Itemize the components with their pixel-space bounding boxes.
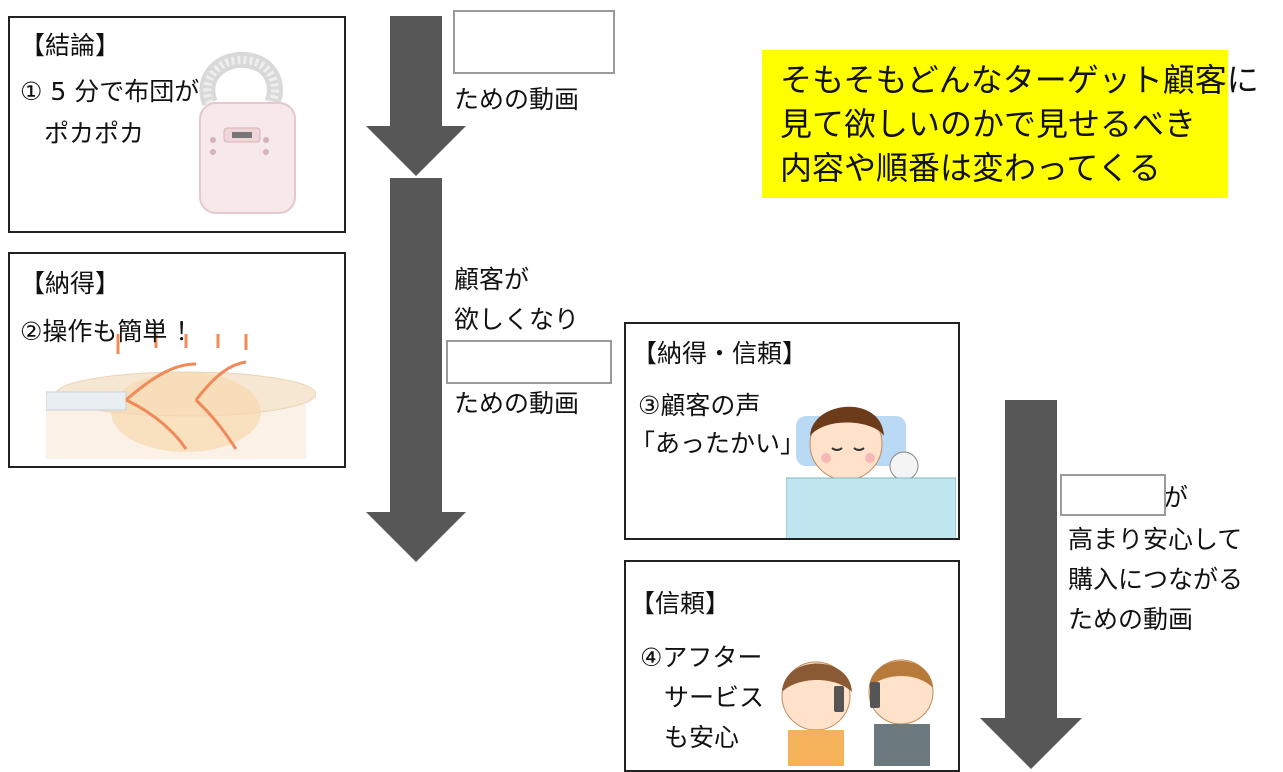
conclusion-box: 【結論】 ① 5 分で布団が ポカポカ xyxy=(8,16,346,233)
shinrai-line2: サービス xyxy=(664,683,765,712)
shinrai-box: 【信頼】 ④アフター サービス も安心 xyxy=(624,560,960,772)
futon-dryer-illustration xyxy=(199,51,296,214)
blank-input-1[interactable] xyxy=(453,10,615,74)
futon-airflow-illustration xyxy=(46,334,316,459)
conclusion-heading: 【結論】 xyxy=(20,31,121,60)
label3-line1: が xyxy=(1163,483,1189,512)
phone-call-illustration xyxy=(781,659,934,766)
conclusion-line1: ① 5 分で布団が xyxy=(20,77,200,106)
label3-line2: 高まり安心して xyxy=(1068,525,1243,554)
nattoku-line1: ②操作も簡単 ！ xyxy=(20,317,201,346)
label2-line1: 顧客が xyxy=(454,265,530,294)
shinrai-line3: も安心 xyxy=(664,723,740,752)
label1-line1: ための動画 xyxy=(454,85,580,114)
nattoku-shinrai-box: 【納得・信頼】 ③顧客の声 「あったかい」 xyxy=(624,322,960,540)
label2-line3: ための動画 xyxy=(454,389,580,418)
label3-line3: 購入につながる xyxy=(1068,565,1244,594)
nattoku-shinrai-line2: 「あったかい」 xyxy=(630,429,806,458)
nattoku-shinrai-line1: ③顧客の声 xyxy=(638,391,761,420)
blank-input-3[interactable] xyxy=(1060,474,1166,516)
shinrai-heading: 【信頼】 xyxy=(630,589,731,618)
blank-input-2[interactable] xyxy=(446,340,612,384)
nattoku-shinrai-heading: 【納得・信頼】 xyxy=(632,339,808,368)
nattoku-heading: 【納得】 xyxy=(20,269,121,298)
conclusion-line2: ポカポカ xyxy=(44,119,145,148)
nattoku-box: 【納得】 ②操作も簡単 ！ xyxy=(8,252,346,468)
label2-line2: 欲しくなり xyxy=(454,305,580,334)
callout-line2: 見て欲しいのかで見せるべき xyxy=(780,105,1197,143)
sleeping-person-illustration xyxy=(786,406,956,538)
shinrai-line1: ④アフター xyxy=(640,643,763,672)
callout-line3: 内容や順番は変わってくる xyxy=(780,149,1161,187)
callout-note: そもそもどんなターゲット顧客に 見て欲しいのかで見せるべき 内容や順番は変わって… xyxy=(762,50,1259,198)
flow-arrow-1 xyxy=(366,16,466,176)
callout-line1: そもそもどんなターゲット顧客に xyxy=(780,61,1259,99)
label3-line4: ための動画 xyxy=(1068,605,1194,634)
flow-arrow-3 xyxy=(980,400,1082,769)
